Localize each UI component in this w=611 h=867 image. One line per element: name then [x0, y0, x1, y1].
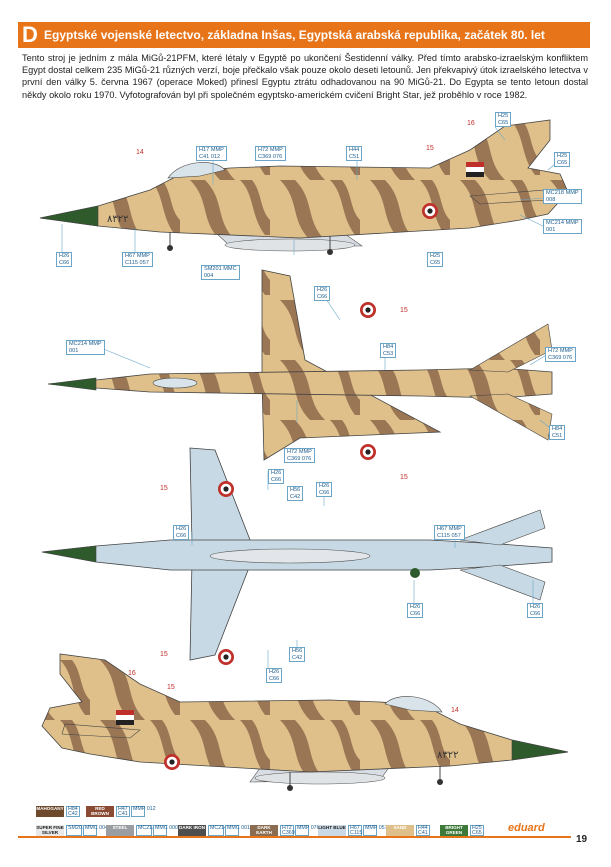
decal-number: 16	[128, 670, 136, 677]
serial-number-side-2: ٨٣٢٢	[437, 750, 458, 761]
decal-number: 15	[400, 474, 408, 481]
legend-swatch: RED BROWN	[86, 806, 114, 817]
profile-right-side	[41, 653, 569, 791]
legend-code: MC213	[136, 825, 155, 836]
serial-number-side-1: ٨٣٢٢	[107, 214, 128, 225]
legend-code: MMP 057	[363, 825, 388, 836]
decal-number: 15	[167, 684, 175, 691]
decal-number: 15	[160, 485, 168, 492]
brand-logo: eduard	[508, 822, 545, 834]
decal-number: 14	[451, 707, 459, 714]
profile-left-side	[39, 119, 569, 255]
legend-swatch: LIGHT BLUE	[318, 825, 346, 836]
legend-swatch: MAHOGANY	[36, 806, 64, 817]
legend-swatch: DARK EARTH	[250, 825, 278, 836]
legend-code: MMC 000	[153, 825, 178, 836]
decal-number: 15	[426, 145, 434, 152]
decal-number: 16	[467, 120, 475, 127]
legend-swatch: DARK IRON	[178, 825, 206, 836]
decal-number: 15	[160, 651, 168, 658]
section-header: D Egyptské vojenské letectvo, základna I…	[18, 22, 590, 48]
legend-swatch: SAND	[386, 825, 414, 836]
legend-code: MMP 076	[295, 825, 320, 836]
legend-code: MMP 012	[131, 806, 156, 817]
profile-top-view	[47, 269, 553, 461]
legend-code: SM201	[66, 825, 85, 836]
legend-code: MC214	[208, 825, 227, 836]
legend-swatch: SUPER FINE SILVER	[36, 825, 64, 836]
section-letter: D	[22, 22, 38, 47]
legend-swatch: STEEL	[106, 825, 134, 836]
decal-number: 15	[400, 307, 408, 314]
legend-code: MMC 004	[83, 825, 108, 836]
page-number: 19	[576, 834, 588, 845]
legend-swatch: BRIGHT GREEN	[440, 825, 468, 836]
decal-number: 14	[136, 149, 144, 156]
section-title: Egyptské vojenské letectvo, základna Inš…	[44, 28, 545, 42]
intro-text: Tento stroj je jedním z mála MiGů-21PFM,…	[22, 53, 588, 100]
footer-rule	[18, 836, 571, 838]
profile-bottom-view	[41, 447, 553, 665]
legend-code: MMC 001	[225, 825, 250, 836]
